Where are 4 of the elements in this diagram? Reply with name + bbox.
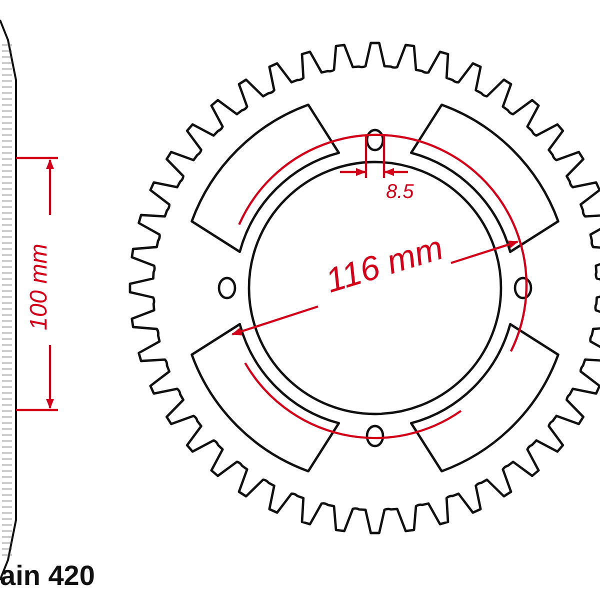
dimension-label: 8.5 bbox=[386, 182, 414, 202]
dimension-label: 100 mm bbox=[27, 244, 52, 330]
chain-size-label: ain 420 bbox=[0, 562, 95, 590]
dimension-label: 116 mm bbox=[322, 230, 447, 299]
